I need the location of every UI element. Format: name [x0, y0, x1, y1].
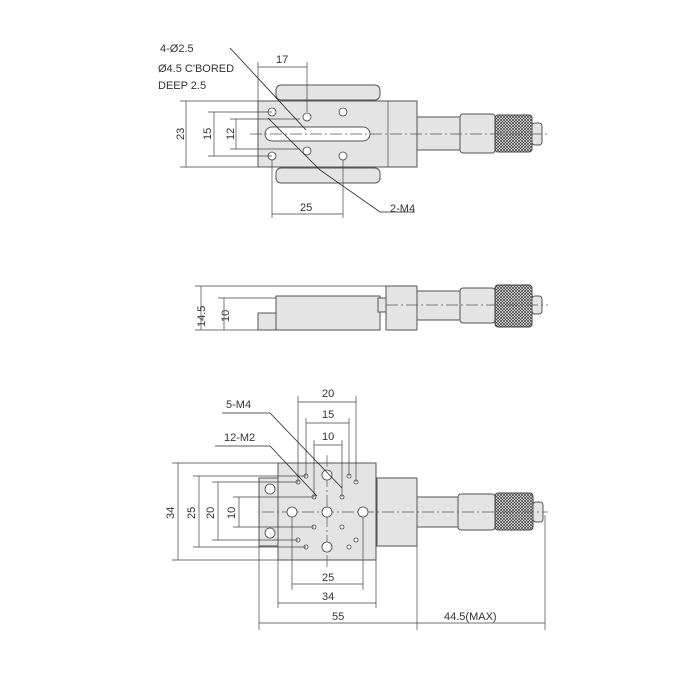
dim-10: 10 — [220, 310, 232, 322]
counterbore-holes — [267, 107, 348, 161]
micrometer-knurl — [494, 114, 533, 153]
dim-15: 15 — [202, 128, 214, 140]
carriage — [275, 295, 381, 331]
callout-counterbore: Ø4.5 C'BORED — [158, 63, 234, 75]
stop-pin — [377, 297, 387, 313]
dim-travel-max: 44.5(MAX) — [444, 611, 497, 623]
dim-left-34: 34 — [165, 507, 177, 519]
dim-14-5: 14.5 — [196, 306, 208, 327]
micrometer-thimble — [459, 113, 496, 154]
callout-5-m4: 5-M4 — [226, 399, 251, 411]
side-view: 14.5 10 — [195, 284, 548, 331]
dim-left-20: 20 — [205, 507, 217, 519]
dim-top-10: 10 — [322, 431, 334, 443]
dim-12: 12 — [225, 128, 237, 140]
side-sleeve — [416, 290, 461, 321]
callout-tapped: 2-M4 — [390, 203, 415, 215]
bottom-view: 5-M4 12-M2 20 15 10 25 34 55 44.5(MAX) 3… — [165, 388, 548, 630]
dim-bottom-25: 25 — [322, 572, 334, 584]
dim-17: 17 — [276, 54, 288, 66]
top-view: 4-Ø2.5 Ø4.5 C'BORED DEEP 2.5 2-M4 17 25 … — [158, 43, 548, 218]
callout-depth: DEEP 2.5 — [158, 80, 206, 92]
dim-length-55: 55 — [332, 611, 344, 623]
dim-top-15: 15 — [322, 409, 334, 421]
base-plate — [257, 312, 279, 331]
bottom-knurl — [494, 492, 534, 531]
dim-left-10: 10 — [226, 507, 238, 519]
callout-12-m2: 12-M2 — [224, 432, 255, 444]
bracket — [385, 285, 418, 331]
dim-bottom-34: 34 — [322, 591, 334, 603]
dim-top-20: 20 — [322, 388, 334, 400]
callout-holes: 4-Ø2.5 — [160, 43, 194, 55]
top-rail — [275, 84, 381, 101]
m4-holes — [264, 469, 369, 553]
dim-left-25: 25 — [186, 507, 198, 519]
dim-25: 25 — [300, 202, 312, 214]
dim-23: 23 — [175, 128, 187, 140]
side-knurl — [494, 284, 533, 328]
side-thimble — [459, 287, 496, 324]
micrometer-sleeve — [416, 116, 461, 151]
